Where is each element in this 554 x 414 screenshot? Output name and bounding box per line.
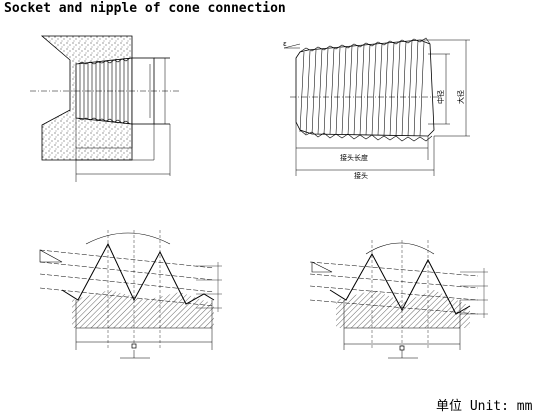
thread-profile-left: [39, 230, 222, 359]
nipple-drawing: [283, 37, 470, 176]
socket-drawing: [30, 35, 180, 182]
diagram-title: Socket and nipple of cone connection: [4, 1, 286, 16]
thread-length-label: 接头长度: [340, 153, 368, 162]
nipple-thread-lines: [299, 37, 433, 142]
pitch-diameter-label: 中径: [436, 90, 445, 104]
major-diameter-label: 大径: [456, 90, 465, 104]
nipple-label: 接头: [354, 171, 368, 180]
thread-profile-right: [309, 240, 488, 359]
unit-note: 单位 Unit: mm: [436, 399, 533, 414]
taper-mark-label: ε: [283, 40, 287, 48]
